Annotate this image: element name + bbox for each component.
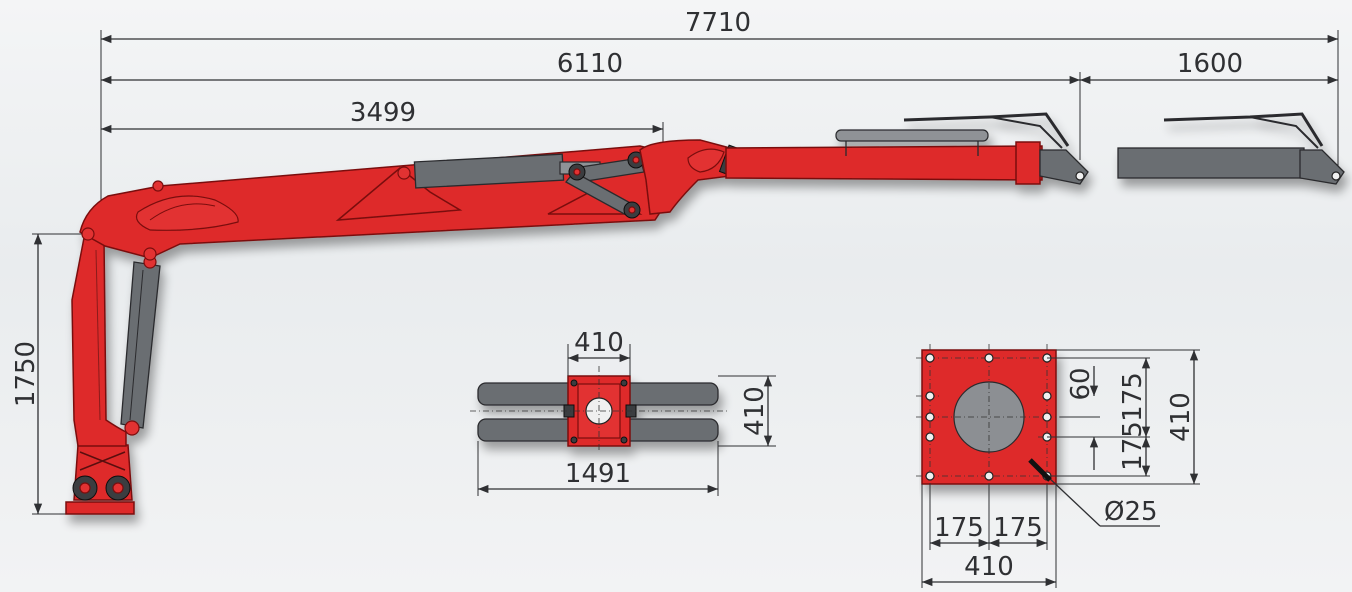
dim-plan-top-width: 410 xyxy=(574,328,624,358)
dim-column-height: 1750 xyxy=(11,341,41,407)
dim-plan-total-width: 1491 xyxy=(565,459,631,489)
crane-side-view xyxy=(65,112,1089,515)
dim-plan-side-height: 410 xyxy=(740,386,770,436)
dim-inner-boom-length: 3499 xyxy=(350,98,416,128)
dim-plate-right-total: 410 xyxy=(1166,392,1196,442)
crane-base-plate xyxy=(65,501,135,515)
dim-plate-offset-a: 175 xyxy=(934,513,984,543)
dim-plate-offset-b: 175 xyxy=(993,513,1043,543)
top-dimensions: 7710 6110 1600 3499 xyxy=(100,8,1339,200)
dim-total-length: 7710 xyxy=(685,8,751,38)
bolt-holes xyxy=(925,353,1052,481)
base-plan-view: 410 410 1491 xyxy=(470,328,776,496)
dim-main-length: 6110 xyxy=(557,49,623,79)
base-plate-view: 175 175 410 60 175 175 410 Ø25 xyxy=(916,344,1200,588)
dim-plate-hole-offset: 60 xyxy=(1066,367,1096,400)
height-dimension: 1750 xyxy=(11,233,85,515)
extension-detail xyxy=(1117,112,1345,185)
dim-bolt-diameter: Ø25 xyxy=(1104,497,1158,527)
dim-plate-right-upper: 175 xyxy=(1118,372,1148,422)
crane-column xyxy=(71,237,127,447)
dim-plate-right-lower: 175 xyxy=(1118,421,1148,471)
column-cylinder xyxy=(120,261,161,429)
dim-plate-bottom-width: 410 xyxy=(964,552,1014,582)
dim-extension-length: 1600 xyxy=(1177,49,1243,79)
outer-boom xyxy=(725,145,1043,181)
